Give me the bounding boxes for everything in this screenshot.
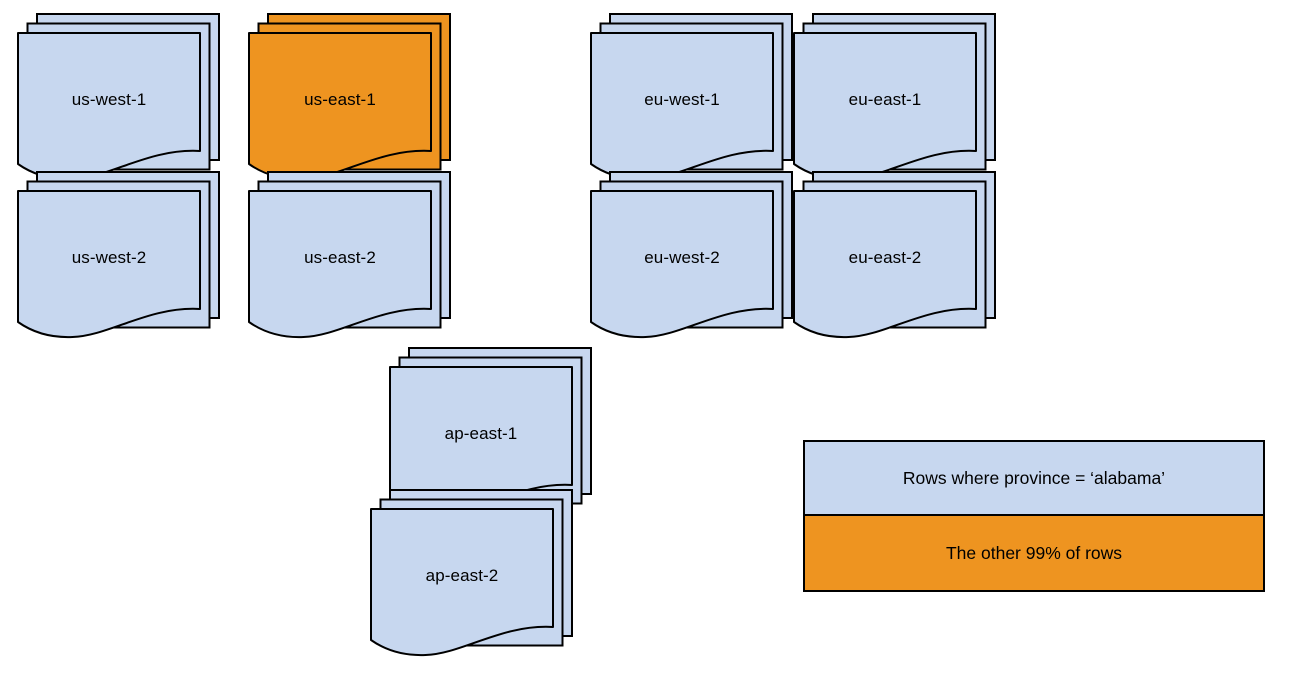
shard-stack-eu-west-2[interactable]: eu-west-2: [590, 171, 807, 339]
shard-stack-us-east-1[interactable]: us-east-1: [248, 13, 465, 181]
shard-sheet-front: [370, 508, 554, 657]
shard-sheet-front: [248, 190, 432, 339]
shard-stack-us-west-2[interactable]: us-west-2: [17, 171, 234, 339]
shard-stack-us-west-1[interactable]: us-west-1: [17, 13, 234, 181]
shard-stack-ap-east-2[interactable]: ap-east-2: [370, 489, 587, 657]
shard-stack-eu-east-1[interactable]: eu-east-1: [793, 13, 1010, 181]
shard-stack-eu-east-2[interactable]: eu-east-2: [793, 171, 1010, 339]
legend-row-other-rows: The other 99% of rows: [805, 516, 1263, 590]
shard-stack-eu-west-1[interactable]: eu-west-1: [590, 13, 807, 181]
legend-label-matching-rows: Rows where province = ‘alabama’: [902, 467, 1166, 488]
shard-sheet-front: [590, 190, 774, 339]
legend-label-other-rows: The other 99% of rows: [945, 542, 1123, 563]
legend-row-matching-rows: Rows where province = ‘alabama’: [805, 442, 1263, 516]
shard-stack-ap-east-1[interactable]: ap-east-1: [389, 347, 606, 515]
shard-stack-us-east-2[interactable]: us-east-2: [248, 171, 465, 339]
shard-sheet-front: [17, 190, 201, 339]
legend: Rows where province = ‘alabama’ The othe…: [803, 440, 1265, 592]
shard-sheet-front: [793, 190, 977, 339]
